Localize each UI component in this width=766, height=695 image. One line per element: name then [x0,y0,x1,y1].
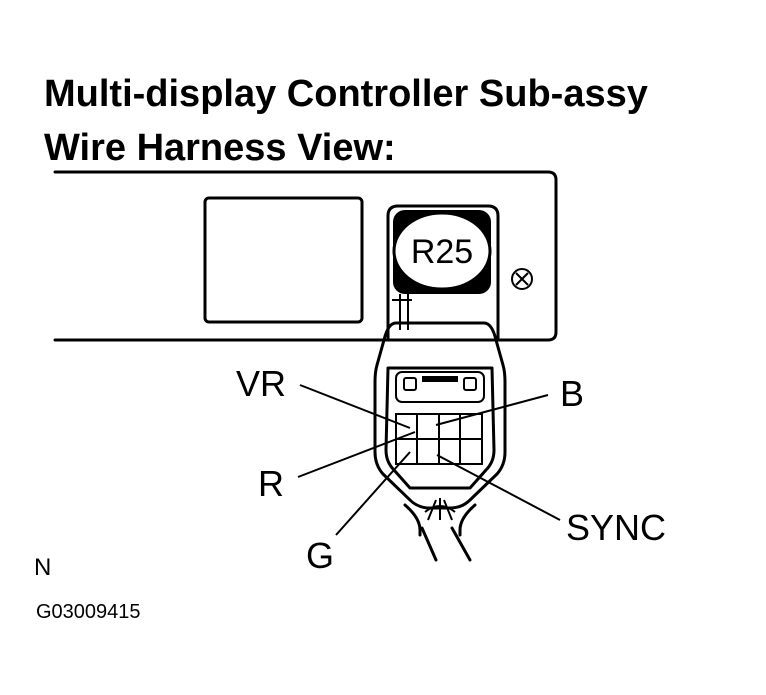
leader-sync [436,454,561,521]
leader-vr [299,384,411,429]
plug-lock-bar [422,376,458,382]
plug-lock-notch [403,377,417,391]
footer-letter: N [34,554,51,581]
screw-icon-cross [515,272,529,286]
pin-label-b: B [560,373,584,414]
connector-socket-frame [386,204,500,342]
pin-label-g: G [306,535,334,576]
pin-label-sync: SYNC [566,507,666,548]
leader-b [435,394,549,426]
leader-g [335,451,411,536]
connector-code: R25 [411,233,473,271]
pin-label-vr: VR [236,363,286,404]
leader-r [297,431,416,478]
pin-label-r: R [258,463,284,504]
display-window [203,196,364,324]
connector-code-badge [392,211,492,291]
wire-boot-folds [424,498,456,521]
screw-icon [511,268,533,290]
wire-boot [403,503,477,537]
figure-code: G03009415 [36,601,141,623]
wire-bundle [420,526,472,562]
title-line-1: Multi-display Controller Sub-assy [44,73,648,115]
plug-lock-notch [463,377,477,391]
title-line-2: Wire Harness View: [44,127,396,169]
harness-plug-inner [384,366,496,490]
controller-body-outline [53,170,558,342]
plug-lock-tab [395,371,485,403]
